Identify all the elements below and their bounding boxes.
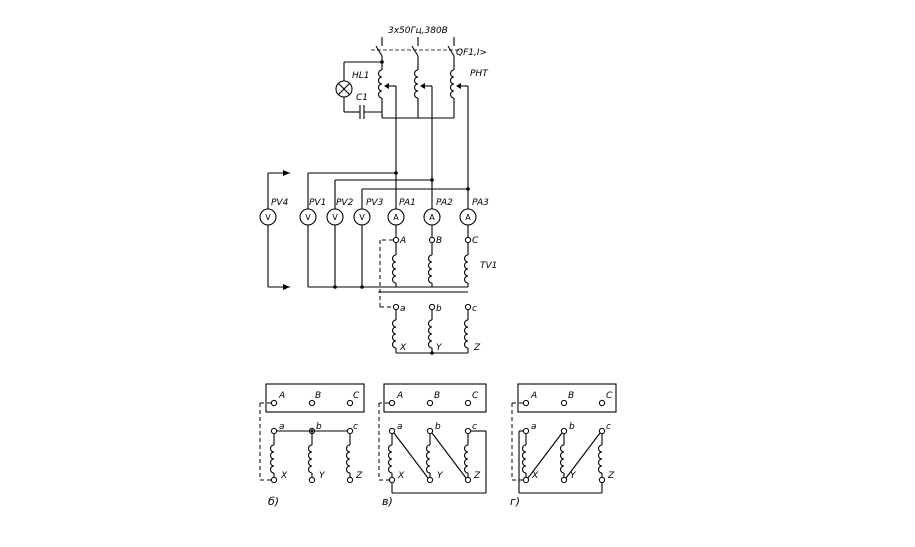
meter-pv4: V PV4 (259, 198, 289, 226)
signal-lamp (335, 61, 382, 119)
variant-g-B: B (568, 391, 574, 401)
variant-b-C: C (353, 391, 360, 401)
meter-pv3: V PV3 (353, 198, 384, 226)
variant-g-A: A (530, 391, 537, 401)
variant-g-b: b (569, 422, 575, 432)
transformer-hv-winding (379, 225, 472, 308)
meter-symbol: A (393, 213, 399, 222)
variant-v-B: B (434, 391, 440, 401)
meter-symbol: A (465, 213, 471, 222)
meter-bus (307, 171, 470, 293)
regulator-label: PHT (470, 69, 489, 79)
variant-b-c: c (353, 422, 358, 432)
variant-b-caption: б) (268, 495, 279, 508)
meter-label: PV1 (309, 198, 326, 208)
variant-g-Z: Z (607, 471, 615, 481)
regulator-coils (377, 66, 469, 189)
terminal-c: c (472, 304, 477, 314)
variant-v-Y: Y (437, 471, 444, 481)
variant-b-b: b (316, 422, 322, 432)
meter-label: PV4 (271, 198, 289, 208)
meter-label: PA2 (436, 198, 453, 208)
terminal-Y: Y (436, 343, 443, 353)
variant-v-c: c (472, 422, 477, 432)
supply-feed (371, 37, 462, 66)
variant-b-X: X (280, 471, 288, 481)
variant-b-Z: Z (355, 471, 363, 481)
variant-g-c: c (606, 422, 611, 432)
capacitor-label: C1 (356, 93, 368, 103)
variant-g-a: a (531, 422, 537, 432)
meter-symbol: V (359, 213, 365, 222)
meter-label: PV3 (366, 198, 384, 208)
meter-label: PA1 (399, 198, 416, 208)
transformer-lv-winding (391, 303, 472, 355)
pv4-leads (267, 170, 290, 290)
meter-symbol: V (305, 213, 311, 222)
variant-b-A: A (278, 391, 285, 401)
variant-v-caption: в) (382, 495, 393, 508)
variant-v-b: b (435, 422, 441, 432)
terminal-a: a (400, 304, 406, 314)
meter-symbol: V (265, 213, 271, 222)
meter-symbol: A (429, 213, 435, 222)
meter-pa3: A PA3 (459, 198, 489, 226)
variant-v-Z: Z (473, 471, 481, 481)
meter-pa1: A PA1 (387, 198, 416, 226)
meter-label: PV2 (336, 198, 354, 208)
terminal-Z: Z (473, 343, 481, 353)
breaker-label: QF1,I> (456, 48, 487, 58)
terminal-b: b (436, 304, 442, 314)
variant-b-B: B (315, 391, 321, 401)
meter-pv1: V PV1 (299, 198, 326, 226)
variant-g-caption: г) (510, 495, 520, 508)
variant-b-a: a (279, 422, 285, 432)
variant-v-X: X (397, 471, 405, 481)
variant-v (378, 383, 487, 494)
transformer-label: TV1 (480, 261, 497, 271)
variant-g (511, 383, 617, 494)
variant-g-Y: Y (570, 471, 577, 481)
meter-pa2: A PA2 (423, 198, 453, 226)
meter-symbol: V (332, 213, 338, 222)
meter-label: PA3 (472, 198, 489, 208)
variant-b (259, 383, 365, 484)
terminal-A: A (399, 236, 406, 246)
terminal-X: X (399, 343, 407, 353)
meter-pv2: V PV2 (326, 198, 354, 226)
variant-b-Y: Y (319, 471, 326, 481)
terminal-B: B (436, 236, 442, 246)
supply-label: 3x50Гц,380В (388, 26, 448, 36)
terminal-C: C (472, 236, 479, 246)
variant-v-C: C (472, 391, 479, 401)
variant-v-A: A (396, 391, 403, 401)
variant-g-C: C (606, 391, 613, 401)
lamp-label: HL1 (352, 71, 370, 81)
variant-g-X: X (531, 471, 539, 481)
variant-v-a: a (397, 422, 403, 432)
